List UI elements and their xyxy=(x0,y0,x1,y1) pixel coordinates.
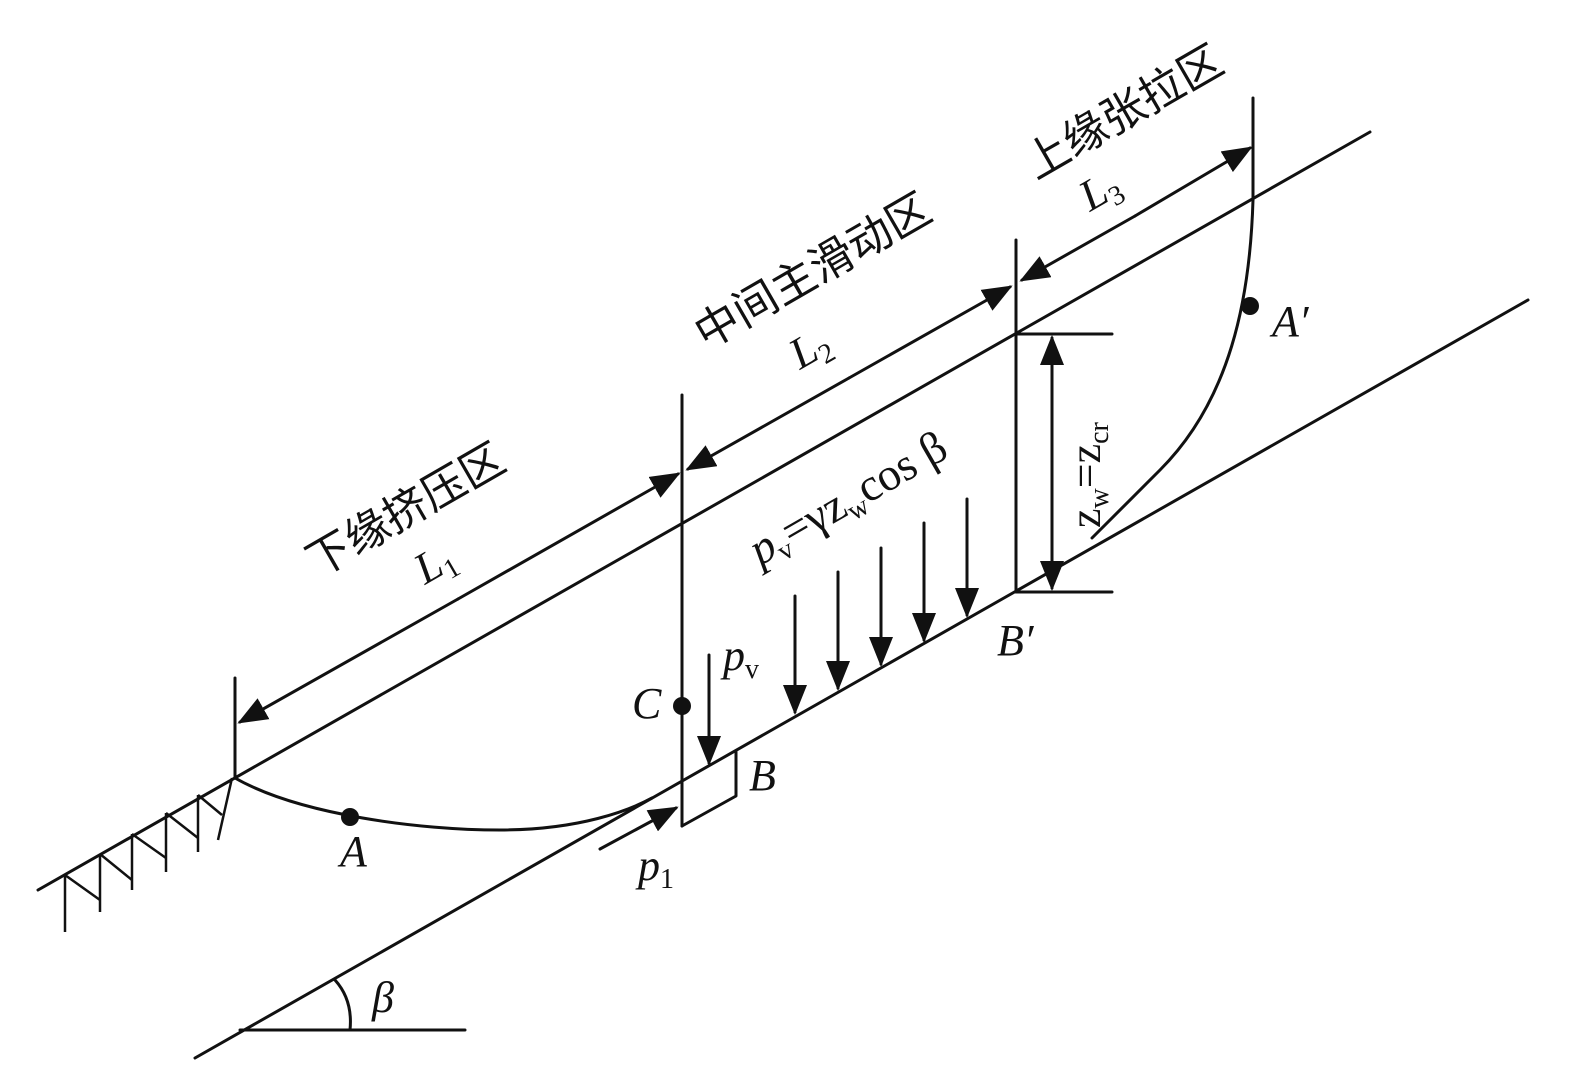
l3-dimension-arrow-right xyxy=(1133,146,1253,218)
upper-slip-curve xyxy=(1090,198,1255,540)
point-a-prime xyxy=(1241,297,1259,315)
point-label-a: A xyxy=(337,827,368,876)
distributed-load-arrows xyxy=(783,497,979,715)
force-label-p1: p1 xyxy=(635,841,674,895)
l2-dimension-arrow-left xyxy=(685,376,851,471)
sliding-surface-line xyxy=(193,298,1530,1060)
point-a xyxy=(341,808,359,826)
depth-label: zw=zcr xyxy=(1061,421,1115,528)
zone-label-upper: 上缘张拉区 xyxy=(1016,35,1232,189)
point-label-a-prime: A′ xyxy=(1269,297,1310,346)
ground-surface-line xyxy=(36,130,1372,892)
lower-slip-curve xyxy=(233,776,654,832)
l2-dimension-arrow-right xyxy=(847,285,1013,380)
point-label-b-prime: B′ xyxy=(997,616,1035,665)
p1-arrow xyxy=(598,806,679,851)
slice-element-b xyxy=(680,750,738,828)
beta-angle-arc xyxy=(333,978,352,1032)
length-label-l1: L1 xyxy=(405,532,466,599)
length-label-l3: L3 xyxy=(1070,159,1131,226)
point-c xyxy=(673,697,691,715)
zone-label-lower: 下缘挤压区 xyxy=(298,433,514,587)
point-label-c: C xyxy=(632,679,662,728)
l3-dimension-arrow-left xyxy=(1019,214,1137,282)
l1-dimension-arrow-left xyxy=(237,597,460,724)
l1-dimension-arrow-right xyxy=(456,472,681,601)
angle-label-beta: β xyxy=(371,973,394,1022)
point-label-b: B xyxy=(749,751,776,800)
ground-hatching xyxy=(63,777,234,932)
length-label-l2: L2 xyxy=(780,317,841,384)
force-label-pv: pv xyxy=(720,631,759,685)
zone-label-middle: 中间主滑动区 xyxy=(686,183,940,359)
